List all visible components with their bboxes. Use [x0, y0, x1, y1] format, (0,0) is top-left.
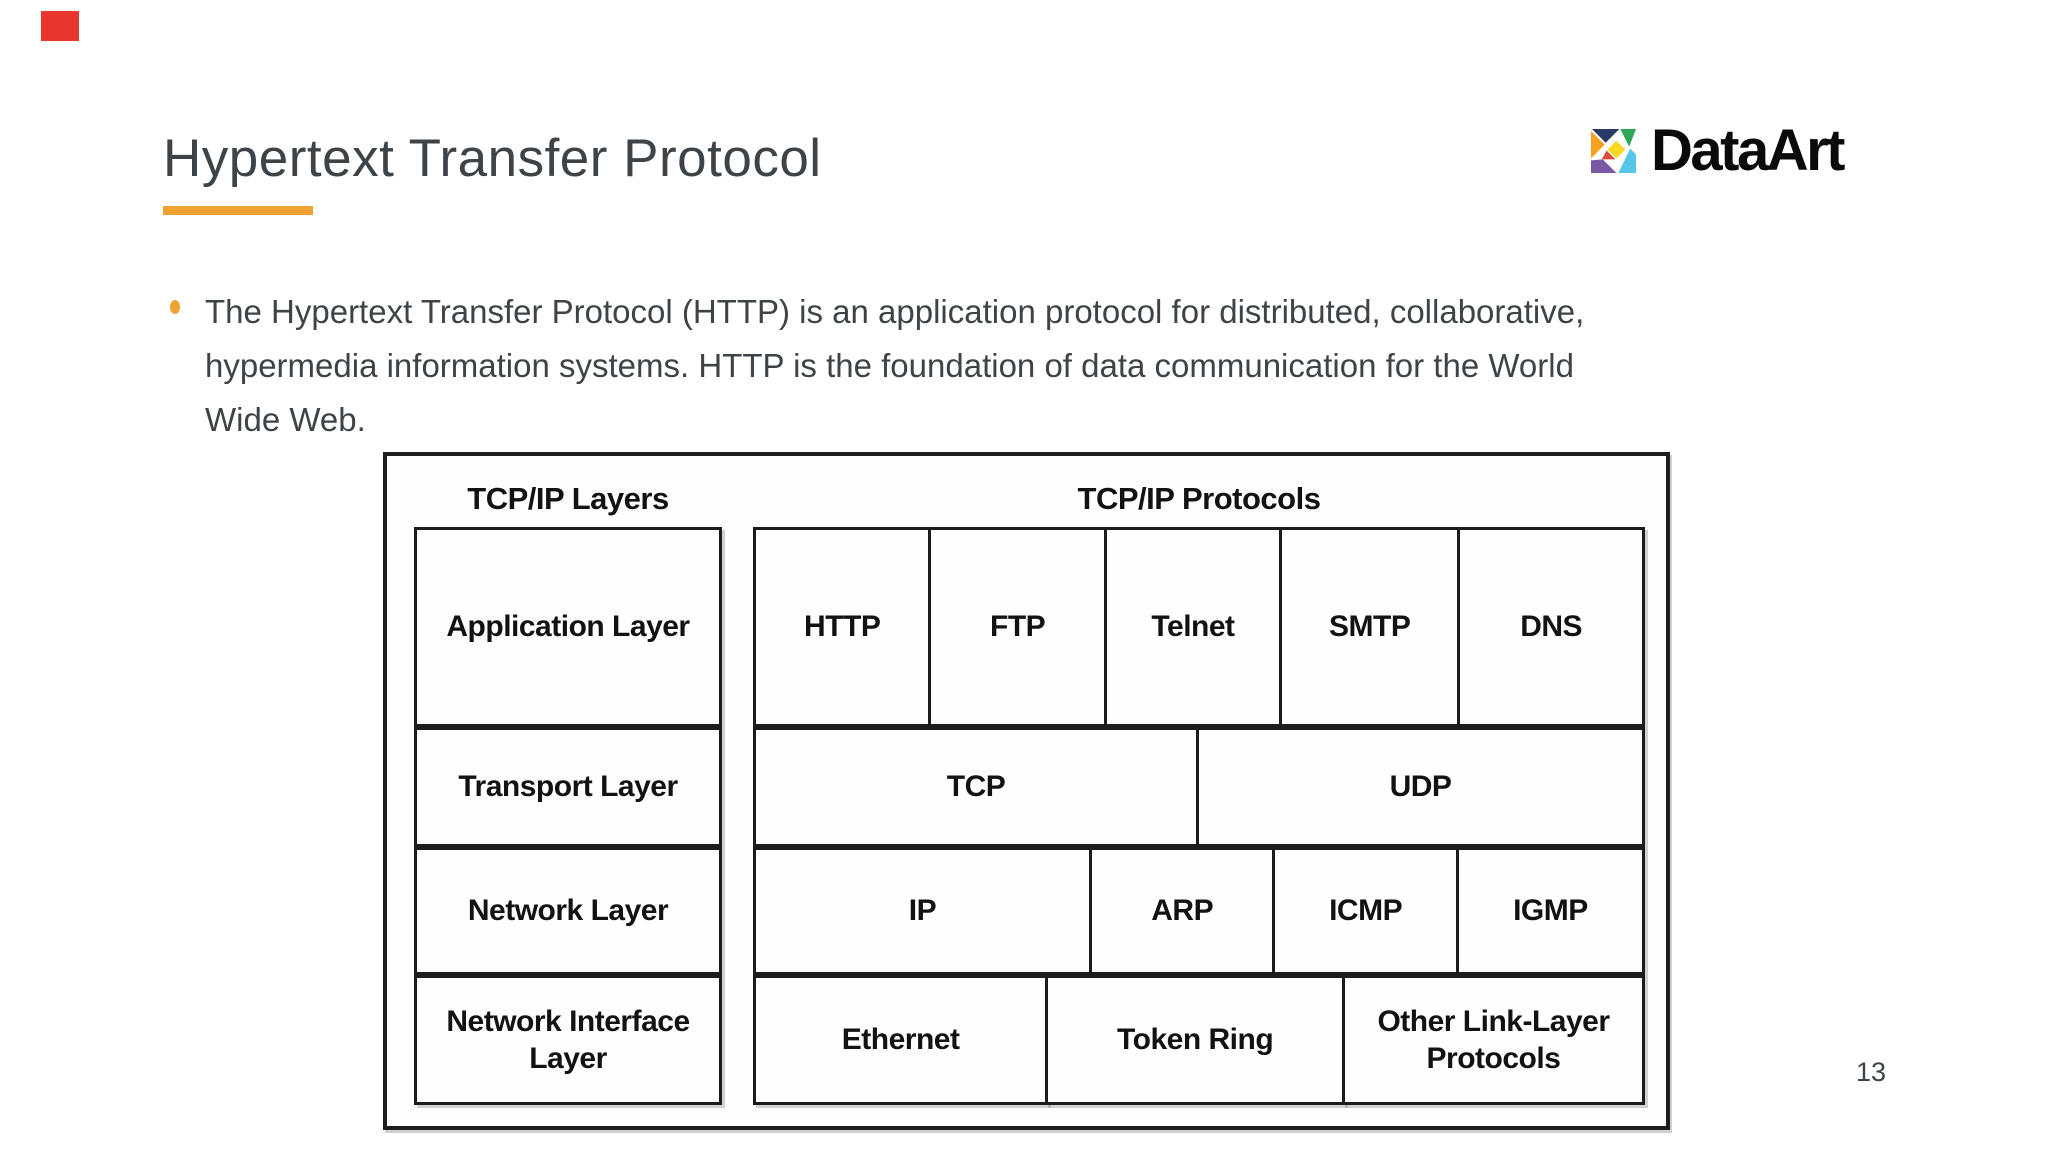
protocol-cell-smtp: SMTP [1279, 527, 1461, 727]
layers-column: Application Layer Transport Layer Networ… [414, 527, 722, 1105]
page-title: Hypertext Transfer Protocol [163, 129, 822, 188]
protocol-cell-arp: ARP [1088, 847, 1276, 975]
layer-cell-application: Application Layer [414, 527, 722, 727]
bullet-line: The Hypertext Transfer Protocol (HTTP) i… [205, 293, 1585, 330]
protocols-grid: HTTP FTP Telnet SMTP DNS TCP UDP IP ARP … [753, 527, 1645, 1105]
red-marker [41, 11, 79, 41]
bullet-dot [170, 300, 180, 314]
protocol-cell-udp: UDP [1196, 727, 1645, 847]
protocol-cell-icmp: ICMP [1272, 847, 1459, 975]
protocols-row-link: Ethernet Token Ring Other Link-Layer Pro… [753, 975, 1645, 1105]
protocol-cell-tcp: TCP [753, 727, 1199, 847]
dataart-logo-icon [1590, 128, 1637, 173]
protocol-cell-token-ring: Token Ring [1045, 975, 1345, 1105]
title-underline [163, 206, 313, 215]
protocol-cell-other-link-layer: Other Link-Layer Protocols [1341, 975, 1645, 1105]
dataart-logo-text: DataArt [1651, 118, 1846, 183]
protocol-cell-ftp: FTP [928, 527, 1107, 727]
protocols-row-application: HTTP FTP Telnet SMTP DNS [753, 527, 1645, 727]
protocol-cell-igmp: IGMP [1455, 847, 1645, 975]
dataart-logo: DataArt [1589, 118, 1846, 183]
diagram-header-protocols: TCP/IP Protocols [1077, 480, 1321, 516]
layer-cell-network: Network Layer [414, 847, 722, 975]
protocol-cell-dns: DNS [1457, 527, 1645, 727]
protocol-cell-telnet: Telnet [1103, 527, 1283, 727]
layer-cell-transport: Transport Layer [414, 727, 722, 847]
bullet-text: The Hypertext Transfer Protocol (HTTP) i… [205, 285, 1925, 447]
protocols-row-network: IP ARP ICMP IGMP [753, 847, 1645, 975]
tcpip-stack-diagram: TCP/IP Layers TCP/IP Protocols Applicati… [383, 452, 1670, 1130]
diagram-header-layers: TCP/IP Layers [467, 480, 669, 516]
bullet-line: hypermedia information systems. HTTP is … [205, 347, 1574, 384]
protocol-cell-http: HTTP [753, 527, 932, 727]
protocol-cell-ethernet: Ethernet [753, 975, 1049, 1105]
bullet-line: Wide Web. [205, 401, 366, 438]
layer-cell-network-interface: Network Interface Layer [414, 975, 722, 1105]
protocol-cell-ip: IP [753, 847, 1092, 975]
page-number: 13 [1856, 1057, 1887, 1087]
protocols-row-transport: TCP UDP [753, 727, 1645, 847]
